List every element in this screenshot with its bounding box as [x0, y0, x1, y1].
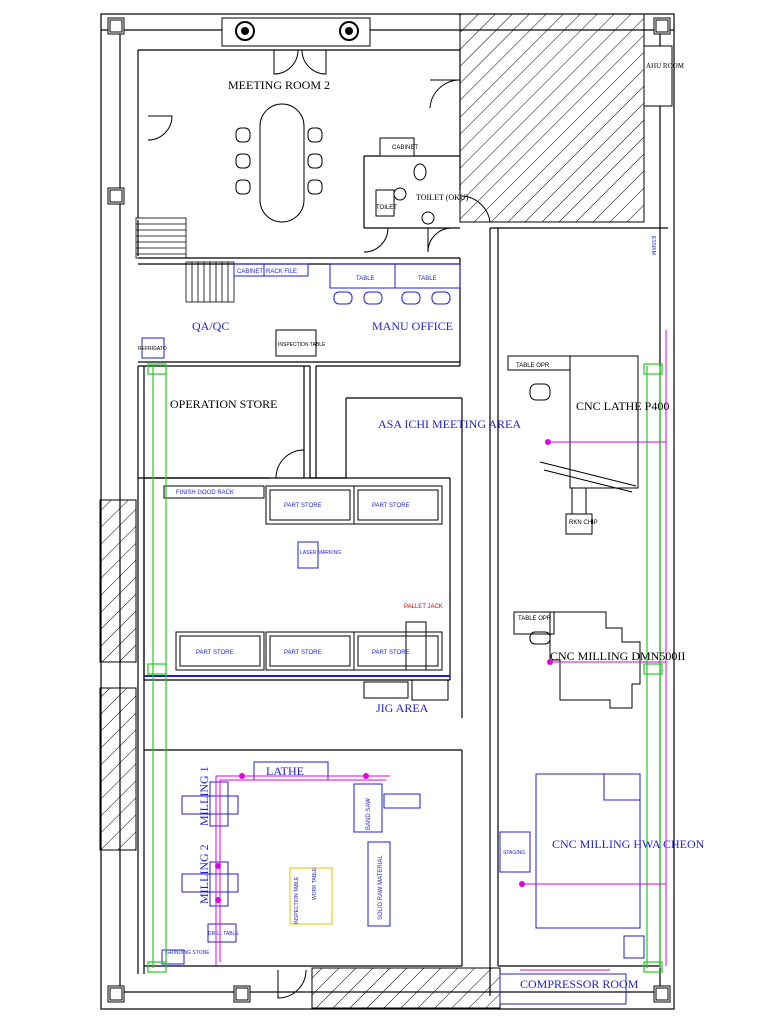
label-drill-table: DRILL TABLE: [208, 931, 239, 937]
label-pallet-jack: PALLET JACK: [404, 604, 443, 610]
label-cabinet-top: CABINET: [392, 145, 418, 151]
label-part-store-2: PART STORE: [372, 503, 410, 509]
label-grinding-stone: GRINDING STONE: [166, 950, 210, 956]
hatched-areas: [99, 13, 673, 1009]
label-refrigerator: REFRIGATO: [138, 346, 167, 352]
label-jig-area: JIG AREA: [376, 701, 429, 715]
label-side: ESSIKM: [650, 236, 656, 255]
label-table-opr-1: TABLE OPR: [516, 363, 550, 369]
label-toilet-oku: TOILET (OKU): [416, 193, 469, 202]
doors: [147, 49, 491, 999]
label-part-store-5: PART STORE: [372, 650, 410, 656]
label-rack-file: RACK FILE: [266, 269, 297, 275]
label-table-2: TABLE: [418, 276, 437, 282]
label-laser-marking: LASER MARKING: [300, 550, 341, 556]
label-ahu-room: AHU ROOM: [646, 62, 685, 70]
label-work-table: WORK TABLE: [312, 867, 318, 900]
label-table-1: TABLE: [356, 276, 375, 282]
office-furniture: [141, 263, 461, 359]
label-cabinet: CABINET: [237, 269, 263, 275]
interior-walls: [137, 49, 668, 996]
exhaust-fans: [221, 17, 371, 47]
label-staging: STAGING: [503, 850, 525, 856]
label-part-store-4: PART STORE: [284, 650, 322, 656]
magenta-points: [215, 439, 553, 903]
cnc-machines: [499, 355, 645, 1005]
label-inspection-table-2: INSPECTION TABLE: [294, 876, 300, 924]
label-qa-qc: QA/QC: [192, 319, 229, 333]
toilet-fixtures: [375, 137, 435, 225]
green-rails: [147, 363, 663, 973]
label-lathe: LATHE: [266, 764, 304, 778]
store-racks: [144, 485, 450, 701]
label-cnc-lathe: CNC LATHE P400: [576, 399, 669, 413]
label-manu-office: MANU OFFICE: [372, 319, 453, 333]
label-toilet: TOILET: [376, 205, 397, 211]
label-solid-raw-material: SOLID RAW MATERIAL: [378, 855, 384, 920]
stairs: [135, 217, 235, 303]
label-rkn-chip: RKN CHIP: [569, 520, 598, 526]
label-cnc-milling-dmn: CNC MILLING DMN500II: [550, 649, 685, 663]
meeting-table: [235, 103, 323, 223]
label-band-saw: BAND SAW: [366, 798, 372, 830]
label-meeting-room-2: MEETING ROOM 2: [228, 78, 330, 92]
label-table-opr-2: TABLE OPR: [518, 616, 552, 622]
label-milling-1: MILLING 1: [197, 766, 211, 826]
label-part-store-1: PART STORE: [284, 503, 322, 509]
label-part-store-3: PART STORE: [196, 650, 234, 656]
label-asa-ichi: ASA ICHI MEETING AREA: [378, 417, 521, 431]
label-cnc-milling-hwa: CNC MILLING HWA CHEON: [552, 837, 705, 851]
label-compressor-room: COMPRESSOR ROOM: [520, 977, 639, 991]
label-inspection-table: INSPECTION TABLE: [278, 342, 326, 348]
label-finish-good-rack: FINISH GOOD RACK: [176, 490, 234, 496]
columns: [107, 17, 671, 1003]
label-milling-2: MILLING 2: [197, 844, 211, 904]
label-operation-store: OPERATION STORE: [170, 397, 277, 411]
